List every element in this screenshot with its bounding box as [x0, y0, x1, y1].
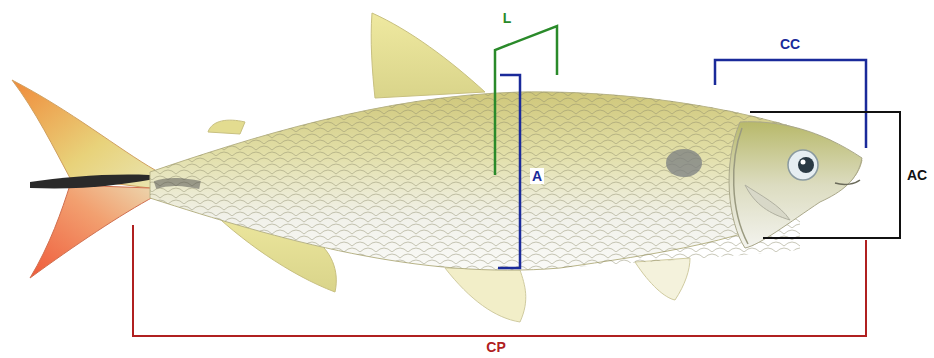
cc-bracket [715, 60, 866, 148]
measure-label: L [501, 10, 514, 26]
measure-label: A [530, 168, 544, 184]
cp-bracket [133, 225, 866, 336]
measure-label: CP [484, 339, 507, 355]
a-bracket [498, 75, 520, 268]
measure-label: CC [778, 36, 802, 52]
ac-bracket [750, 112, 900, 238]
l-bracket [495, 26, 557, 175]
measure-label: AC [905, 167, 929, 183]
